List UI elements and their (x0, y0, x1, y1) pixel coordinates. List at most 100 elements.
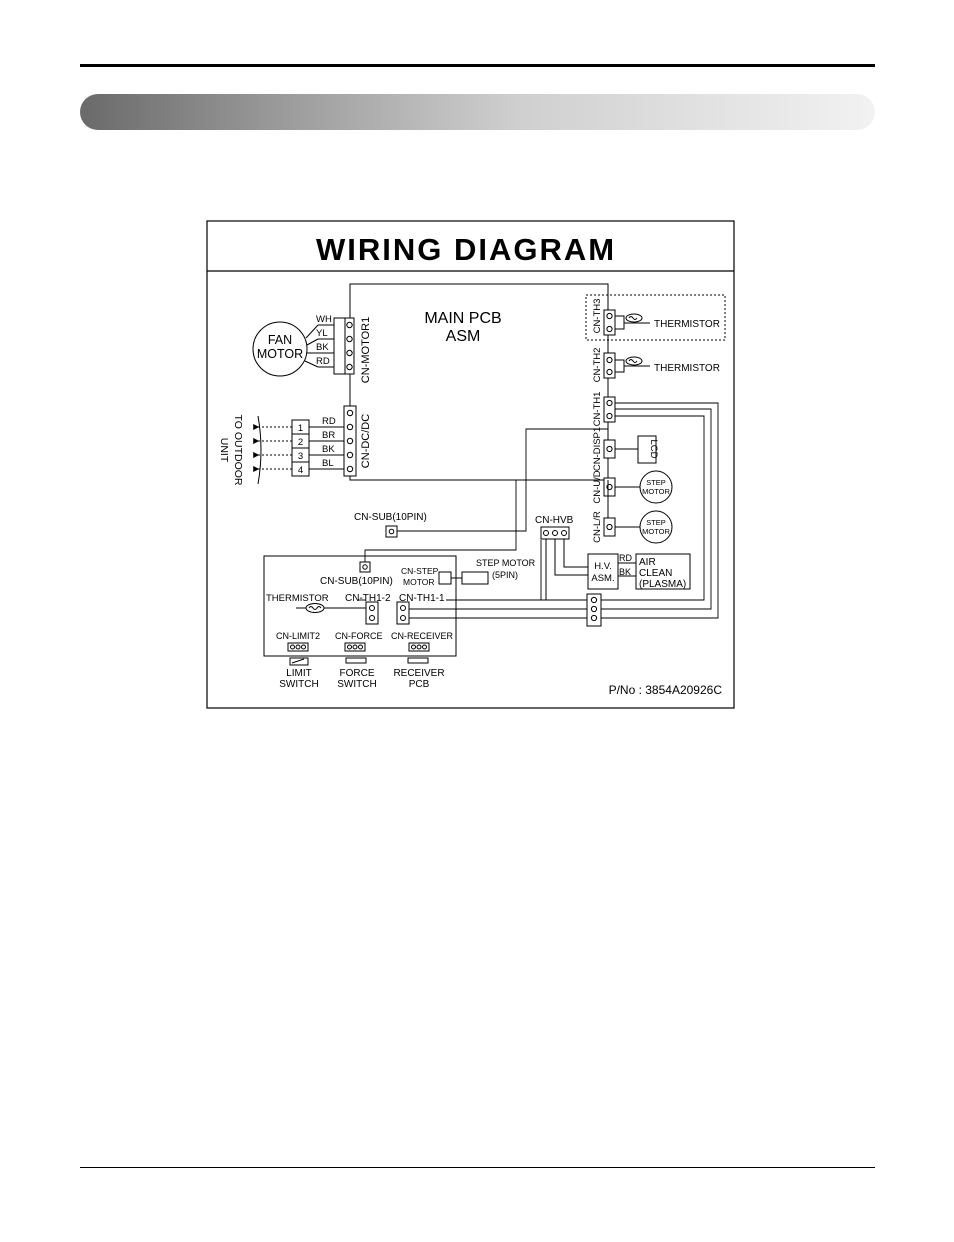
th1-1-to-junction (358, 599, 587, 619)
cn-sub-sub-pin (362, 564, 368, 570)
main-pcb-label-line2: ASM (446, 328, 481, 345)
motor-wire-bk: BK (316, 342, 329, 353)
diagram-title: WIRING DIAGRAM (316, 232, 616, 267)
sub-pcb-box (263, 555, 457, 657)
fan-motor-label-line1: FAN (268, 333, 292, 347)
cn-step-connector (438, 571, 452, 585)
main-pcb-box (349, 283, 609, 481)
cn-force-label: CN-FORCE (335, 631, 383, 641)
outdoor-bracket (257, 415, 262, 485)
part-number: P/No : 3854A20926C (609, 683, 723, 697)
limit-switch-label-line1: LIMIT (286, 668, 312, 679)
cn-motor1-connector (333, 317, 355, 375)
footer-rule (80, 1167, 875, 1168)
terminal-1: 1 (298, 423, 303, 434)
terminal-2: 2 (298, 437, 303, 448)
force-switch-label-line1: FORCE (340, 668, 375, 679)
th3-thermistor-label: THERMISTOR (654, 319, 720, 330)
cn-sub-main-pin (388, 528, 395, 535)
outdoor-label-line1: TO OUTDOOR (232, 415, 244, 486)
cn-step-label-line2: MOTOR (403, 577, 434, 587)
receiver-pcb-symbol (407, 657, 429, 664)
thermistor-sub-symbol (296, 603, 366, 613)
th1-cable-routing (601, 402, 719, 619)
cn-dcdc-connector (343, 405, 357, 477)
cn-th1-label: CN-TH1 (592, 392, 603, 427)
cn-lr-label: CN-L/R (592, 511, 603, 543)
terminal-3: 3 (298, 451, 303, 462)
cn-sub-sub-connector (359, 561, 371, 573)
step-motor-ud-label-line2: MOTOR (642, 487, 670, 496)
cn-th3-connector (603, 309, 616, 336)
hvb-wires (545, 539, 589, 601)
dc-wire-bk: BK (322, 444, 335, 455)
hv-asm-box (587, 553, 619, 590)
cn-th1-1-label: CN-TH1-1 (399, 593, 445, 604)
air-clean-box (635, 553, 691, 590)
limit-switch-label-line2: SWITCH (279, 679, 318, 690)
outdoor-dashed-leads (253, 424, 292, 472)
step-motor-ud-label-line1: STEP (646, 478, 666, 487)
th2-thermistor-label: THERMISTOR (654, 363, 720, 374)
junction-connector (586, 593, 602, 627)
cn-ud-connector (603, 477, 616, 497)
receiver-pcb-label-line1: RECEIVER (393, 668, 444, 679)
wiring-diagram: WIRING DIAGRAM MAIN PCB ASM FAN MOTOR WH… (206, 220, 735, 710)
air-clean-label-line3: (PLASMA) (639, 579, 686, 590)
dc-wire-br: BR (322, 430, 335, 441)
cn-sub-sub-label: CN-SUB(10PIN) (320, 576, 393, 587)
cn-dcdc-label: CN-DC/DC (360, 414, 372, 468)
step-motor-ud-symbol (639, 470, 673, 504)
th3-thermistor-symbol (615, 313, 650, 330)
cn-th2-connector (603, 352, 616, 379)
lcd-label: LCD (648, 439, 659, 458)
hv-asm-label-line1: H.V. (594, 561, 612, 572)
cn-step-label-line1: CN-STEP (401, 566, 439, 576)
diagram-border (206, 220, 735, 709)
air-clean-label-line1: AIR (639, 557, 656, 568)
cn-disp1-label: CN-DISP1 (592, 427, 603, 471)
dc-wires (309, 426, 344, 470)
cn-th1-connector (603, 396, 616, 423)
cn-receiver-label: CN-RECEIVER (391, 631, 454, 641)
dc-wire-bl: BL (322, 458, 334, 469)
motor-wire-rd: RD (316, 356, 330, 367)
cn-hvb-label: CN-HVB (535, 515, 574, 526)
air-clean-label-line2: CLEAN (639, 568, 672, 579)
section-header-bar (80, 94, 875, 130)
cn-th1-1-connector (396, 601, 410, 625)
cn-disp1-connector (603, 439, 616, 459)
hv-bk-label: BK (619, 567, 631, 577)
terminal-4: 4 (298, 465, 303, 476)
force-switch-symbol (345, 657, 367, 664)
force-switch-label-line2: SWITCH (337, 679, 376, 690)
step-5pin-label-line1: STEP MOTOR (476, 558, 536, 568)
cn-th1-2-connector (365, 601, 379, 625)
terminal-block (291, 419, 310, 477)
cn-ud-label: CN-U/D (592, 470, 603, 503)
dc-wire-rd: RD (322, 416, 336, 427)
hv-asm-label-line2: ASM. (591, 573, 614, 584)
cn-th3-label: CN-TH3 (592, 299, 603, 334)
cn-sub-main-connector (385, 525, 398, 538)
thermistor-sub-label: THERMISTOR (266, 593, 329, 604)
cn-lr-connector (603, 517, 616, 537)
outdoor-label-line2: UNIT (218, 438, 230, 463)
cn-limit2-label: CN-LIMIT2 (276, 631, 320, 641)
motor-wire-yl: YL (316, 328, 328, 339)
th3-optional-box (585, 294, 726, 341)
th2-thermistor-symbol (615, 356, 650, 373)
sub-pcb-cable (364, 479, 526, 564)
fan-motor-symbol (252, 321, 308, 377)
cn-sub-main-label: CN-SUB(10PIN) (354, 512, 427, 523)
hv-rd-label: RD (619, 553, 632, 563)
header-rule (80, 64, 875, 67)
main-pcb-label-line1: MAIN PCB (424, 310, 501, 327)
lcd-box (637, 435, 657, 464)
receiver-pcb-label-line2: PCB (409, 679, 430, 690)
step-5pin-box (461, 571, 489, 585)
step-5pin-label-line2: (5PIN) (492, 570, 518, 580)
cn-th2-label: CN-TH2 (592, 348, 603, 383)
cn-motor1-label: CN-MOTOR1 (360, 317, 372, 383)
fan-motor-wires (304, 324, 334, 368)
